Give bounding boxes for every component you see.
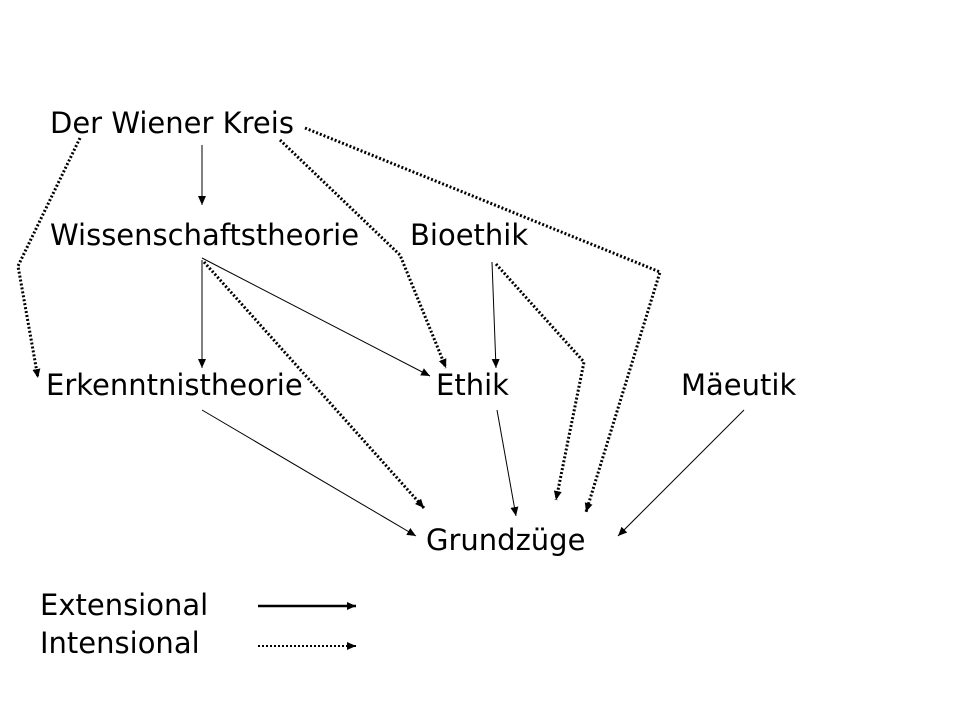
legend-extensional-label: Extensional (40, 588, 208, 622)
edge-wissenschaftstheorie-grundzuege (202, 261, 426, 509)
edge-wienerkreis-grundzuege (304, 126, 662, 513)
node-bioethik: Bioethik (410, 218, 528, 252)
edge-maeeutik-grundzuege (617, 409, 745, 537)
node-der-wiener-kreis: Der Wiener Kreis (50, 106, 294, 140)
node-erkenntnistheorie: Erkenntnistheorie (46, 368, 303, 402)
node-maeeutik: Mäeutik (681, 368, 796, 402)
node-wissenschaftstheorie: Wissenschaftstheorie (50, 218, 359, 252)
edge-bioethik-ethik (491, 261, 500, 369)
edge-ethik-grundzuege (496, 409, 519, 517)
edge-wienerkreis-erkenntnistheorie (16, 137, 82, 379)
node-ethik: Ethik (436, 368, 509, 402)
edge-erkenntnistheorie-grundzuege (201, 409, 417, 537)
node-grundzuege: Grundzüge (426, 523, 585, 557)
edge-wissenschaftstheorie-ethik (201, 257, 431, 377)
legend-intensional-label: Intensional (40, 626, 200, 660)
edge-bioethik-grundzuege (494, 262, 586, 501)
